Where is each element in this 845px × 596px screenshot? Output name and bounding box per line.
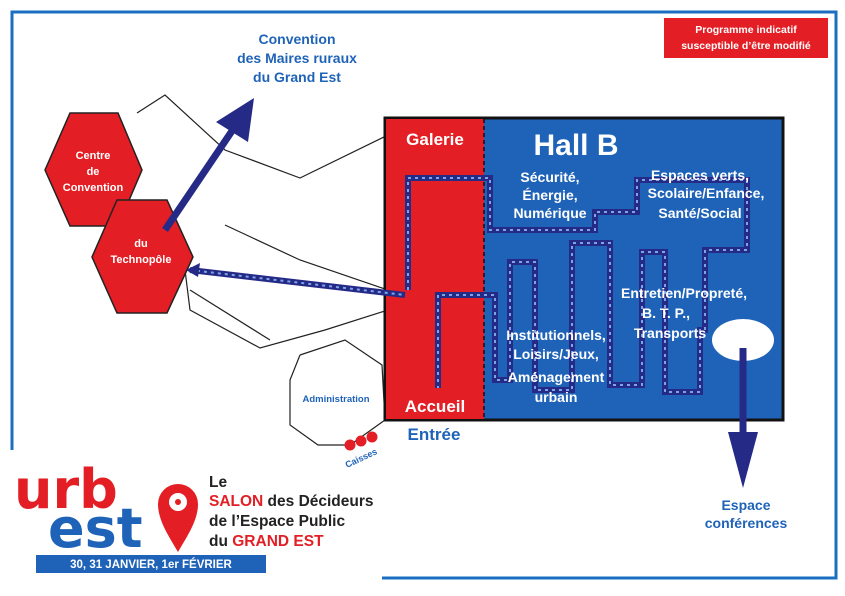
zone-institutionnels: Institutionnels, Loisirs/Jeux, Aménageme…: [506, 327, 606, 405]
svg-text:Entretien/Propreté,: Entretien/Propreté,: [621, 285, 747, 301]
administration-label: Administration: [302, 394, 369, 405]
urbest-logo: urb est Le SALON des Décideurs de l’Espa…: [14, 458, 374, 573]
dates-text: 30, 31 JANVIER, 1er FÉVRIER: [70, 558, 232, 571]
zone-espaces-verts: Espaces verts, Scolaire/Enfance, Santé/S…: [648, 167, 765, 221]
hall-b-title: Hall B: [533, 129, 618, 162]
accueil-label: Accueil: [405, 397, 465, 416]
galerie-label: Galerie: [406, 130, 464, 149]
zone-entretien: Entretien/Propreté, B. T. P., Transports: [621, 285, 747, 341]
svg-text:Santé/Social: Santé/Social: [658, 205, 741, 221]
svg-text:B. T. P.,: B. T. P.,: [642, 305, 690, 321]
svg-text:Espaces verts,: Espaces verts,: [651, 167, 749, 183]
zone-securite: Sécurité, Énergie, Numérique: [513, 169, 586, 221]
centre-convention-line-1: Centre: [76, 150, 111, 162]
svg-text:Numérique: Numérique: [513, 205, 586, 221]
arrow-to-convention-icon: [216, 98, 254, 142]
logo-urb: urb: [14, 458, 118, 521]
convention-line-2: des Maires ruraux: [237, 50, 357, 66]
tagline-grand-est: du GRAND EST: [209, 533, 324, 550]
conference-access-oval: [712, 319, 774, 361]
tagline-salon: SALON des Décideurs: [209, 493, 374, 510]
tagline-espace-public: de l’Espace Public: [209, 513, 345, 530]
centre-convention-line-3: Convention: [63, 182, 124, 194]
conference-line-1: Espace: [721, 497, 770, 513]
building-outlines: [136, 94, 389, 446]
entree-label: Entrée: [408, 425, 461, 444]
logo-est: est: [48, 497, 143, 560]
notice-badge: Programme indicatif susceptible d’être m…: [664, 18, 828, 58]
technopole-line-1: du: [134, 238, 147, 250]
caisses-dots: [344, 431, 378, 451]
arrow-to-conference-icon: [728, 432, 758, 488]
svg-text:Énergie,: Énergie,: [522, 187, 577, 203]
svg-text:Institutionnels,: Institutionnels,: [506, 327, 606, 343]
notice-line-2: susceptible d’être modifié: [681, 40, 811, 52]
technopole-line-2: Technopôle: [111, 254, 172, 266]
svg-text:Scolaire/Enfance,: Scolaire/Enfance,: [648, 185, 765, 201]
visitor-route-dash: [407, 177, 748, 393]
convention-line-3: du Grand Est: [253, 69, 341, 85]
notice-line-1: Programme indicatif: [695, 24, 797, 36]
location-pin-icon: [158, 484, 198, 552]
svg-text:urbain: urbain: [535, 389, 578, 405]
svg-text:Loisirs/Jeux,: Loisirs/Jeux,: [513, 346, 599, 362]
tagline-le: Le: [209, 474, 227, 491]
convention-line-1: Convention: [259, 31, 336, 47]
centre-convention-line-2: de: [87, 166, 100, 178]
conference-line-2: conférences: [705, 515, 788, 531]
dates-banner: [36, 555, 266, 573]
frame-border: [10, 10, 838, 580]
svg-text:Aménagement: Aménagement: [508, 369, 605, 385]
svg-text:Transports: Transports: [634, 325, 707, 341]
svg-text:Sécurité,: Sécurité,: [520, 169, 579, 185]
